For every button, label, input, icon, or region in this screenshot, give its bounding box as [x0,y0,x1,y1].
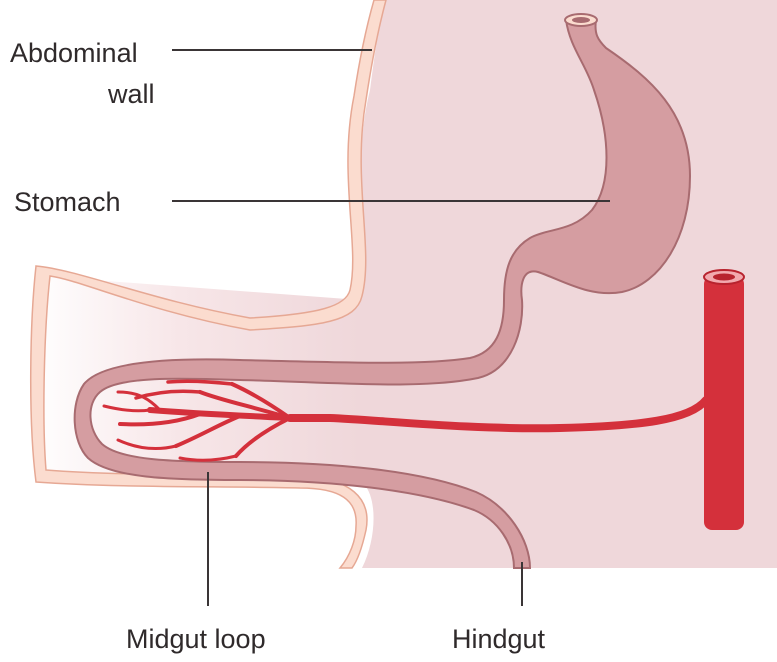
abdominal-wall-label-line2: wall [107,79,155,109]
abdominal-wall-label-line1: Abdominal [10,38,138,68]
hindgut-label: Hindgut [452,624,546,654]
esophagus-lumen [572,17,590,23]
midgut-loop-label: Midgut loop [126,624,266,654]
aorta-lumen [713,274,735,281]
aorta [704,276,744,530]
stomach-label: Stomach [14,187,121,217]
